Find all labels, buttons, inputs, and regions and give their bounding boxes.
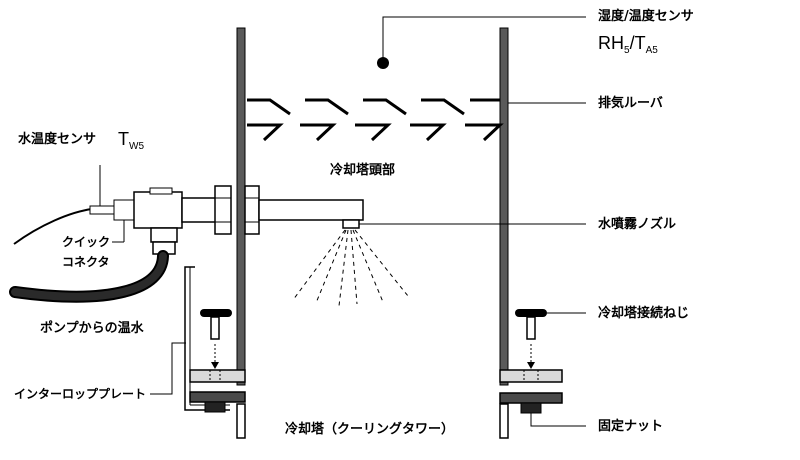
humidity-sensor-leader xyxy=(382,16,586,57)
sensor-cable xyxy=(13,208,93,245)
tower-screw-label: 冷却塔接続ねじ xyxy=(598,306,690,321)
tee-top-stub xyxy=(149,187,173,195)
ta-base: T xyxy=(634,33,646,53)
right-tower-wall xyxy=(499,27,509,386)
screw-head-right xyxy=(515,309,547,317)
screw-head-left xyxy=(200,309,232,317)
left-tower-wall xyxy=(236,27,246,386)
water-spray xyxy=(292,229,409,307)
humidity-sensor-symbol: RH5/TA5 xyxy=(598,34,658,56)
screw-shank-right xyxy=(526,316,536,340)
probe-collar xyxy=(113,199,135,221)
tw-base: T xyxy=(118,129,129,149)
tee-bottom-neck xyxy=(150,227,178,243)
pipe-left-segment xyxy=(181,197,218,223)
base-plate-right-lower xyxy=(499,392,563,404)
water-temp-sensor-symbol: TW5 xyxy=(118,130,144,152)
cooling-tower-label: 冷却塔（クーリングタワー） xyxy=(285,422,455,437)
water-temp-probe xyxy=(89,205,115,215)
rh-base: RH xyxy=(598,33,624,53)
fixing-nut-leader xyxy=(530,413,586,427)
exhaust-louver-label: 排気ルーバ xyxy=(598,96,663,111)
symbol-separator: / xyxy=(629,33,635,53)
water-temp-sensor-label: 水温度センサ xyxy=(18,132,97,147)
wall-nut-right xyxy=(244,185,260,235)
tower-head-label: 冷却塔頭部 xyxy=(330,163,396,178)
exhaust-louver-row-top xyxy=(247,98,500,116)
base-plate-left-lower xyxy=(189,391,246,403)
pump-hot-water-label: ポンプからの温水 xyxy=(40,321,144,336)
quick-connector-label-1: クイック xyxy=(62,235,111,249)
fixing-nut-left xyxy=(204,401,226,413)
quick-connector-label-2: コネクタ xyxy=(62,255,110,269)
interlop-plate-label: インターロッププレート xyxy=(14,387,147,401)
fixing-nut-right xyxy=(520,402,542,414)
tee-fitting xyxy=(133,191,183,229)
interlop-plate xyxy=(184,266,230,411)
base-plate-left xyxy=(189,369,246,383)
base-plate-right xyxy=(499,369,563,383)
pipe-inner-segment xyxy=(258,199,364,221)
tower-leg-left xyxy=(236,403,246,439)
ta-sub: A5 xyxy=(645,45,658,56)
wall-nut-left xyxy=(214,185,232,235)
exhaust-louver-row-bottom xyxy=(247,123,504,142)
spray-nozzle-label: 水噴霧ノズル xyxy=(598,217,677,232)
spray-nozzle xyxy=(342,219,360,229)
hot-water-hose-core xyxy=(11,252,167,301)
tower-leg-right xyxy=(499,403,509,439)
screw-shank-left xyxy=(210,316,220,340)
tw-sub: W5 xyxy=(129,141,144,152)
interlop-plate-leader xyxy=(150,342,186,395)
humidity-sensor-dot xyxy=(377,57,389,69)
fixing-nut-label: 固定ナット xyxy=(598,419,664,434)
rh-sub: 5 xyxy=(624,45,630,56)
humidity-sensor-label: 湿度/温度センサ xyxy=(598,9,694,24)
